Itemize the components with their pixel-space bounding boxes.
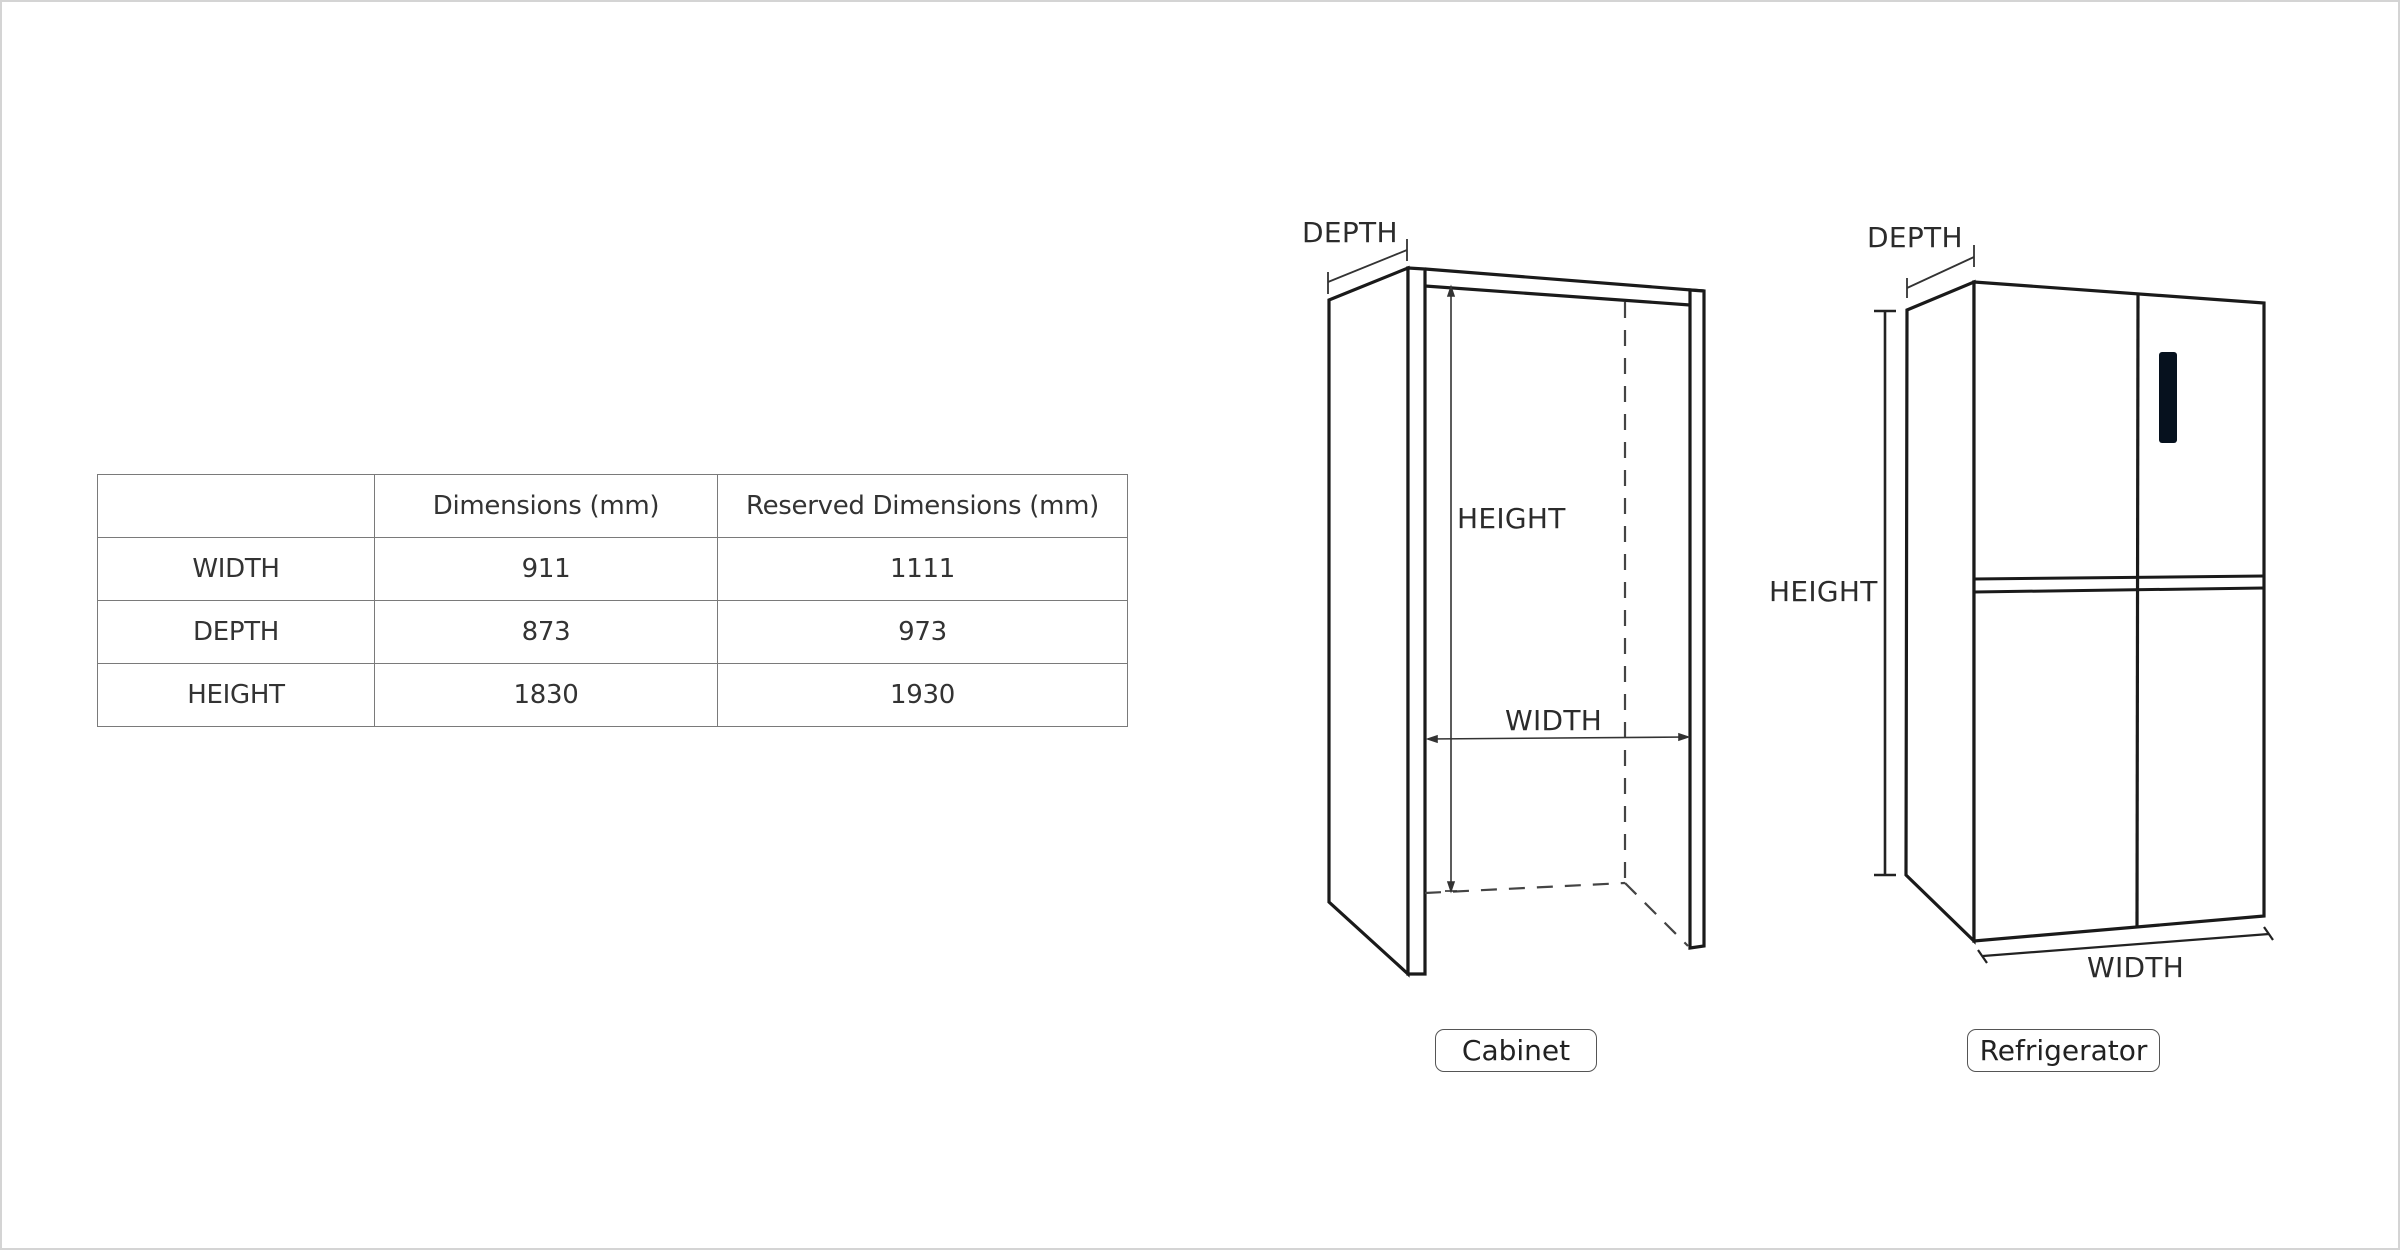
table-header-row: Dimensions (mm) Reserved Dimensions (mm) xyxy=(97,474,1128,538)
table-row-height: HEIGHT 1830 1930 xyxy=(97,663,1128,727)
row-label: WIDTH xyxy=(97,537,375,601)
dimension-value: 873 xyxy=(374,600,718,664)
dimension-value: 1830 xyxy=(374,663,718,727)
cabinet-caption: Cabinet xyxy=(1435,1029,1597,1072)
dimension-value: 911 xyxy=(374,537,718,601)
refrigerator-caption: Refrigerator xyxy=(1967,1029,2160,1072)
header-dimensions: Dimensions (mm) xyxy=(374,474,718,538)
row-label: DEPTH xyxy=(97,600,375,664)
dimensions-table: Dimensions (mm) Reserved Dimensions (mm)… xyxy=(97,474,1128,727)
header-empty xyxy=(97,474,375,538)
reserved-value: 1111 xyxy=(717,537,1128,601)
table-row-width: WIDTH 911 1111 xyxy=(97,537,1128,601)
table-row-depth: DEPTH 873 973 xyxy=(97,600,1128,664)
reserved-value: 973 xyxy=(717,600,1128,664)
reserved-value: 1930 xyxy=(717,663,1128,727)
header-reserved-dimensions: Reserved Dimensions (mm) xyxy=(717,474,1128,538)
row-label: HEIGHT xyxy=(97,663,375,727)
